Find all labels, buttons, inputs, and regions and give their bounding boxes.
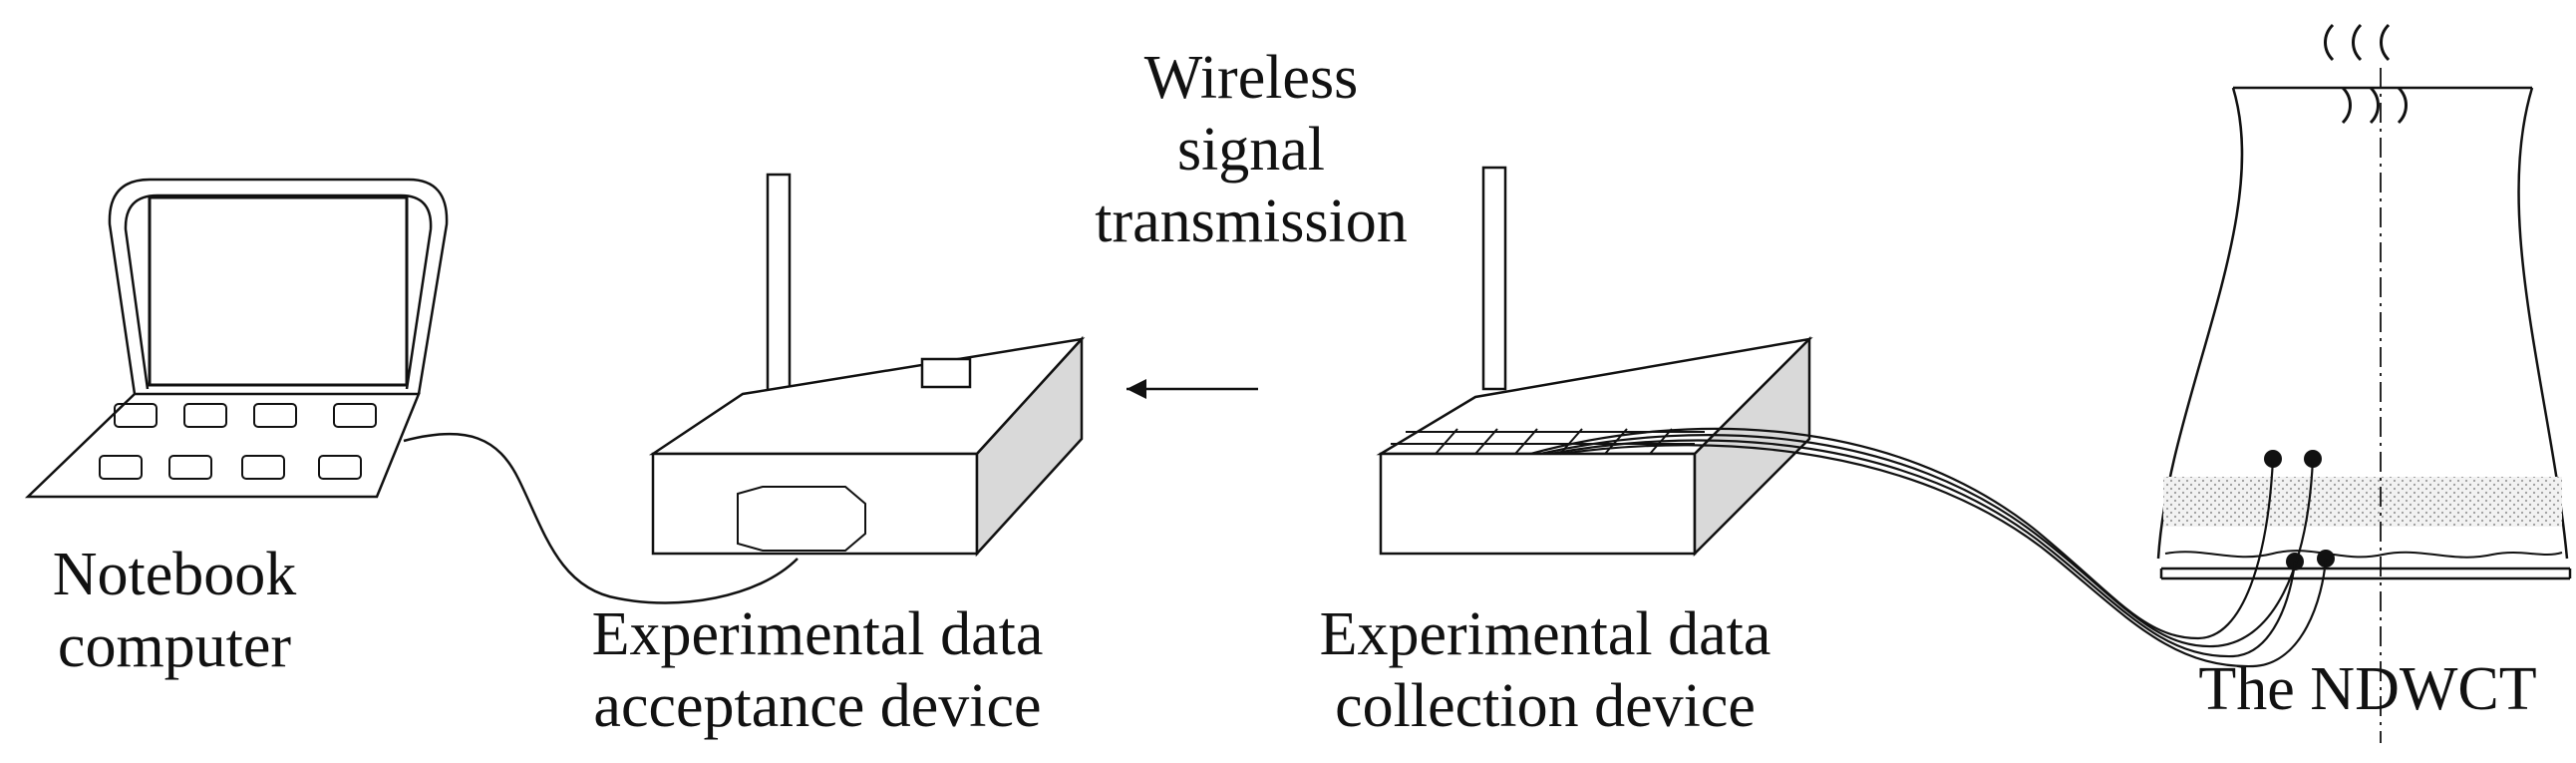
acceptance-side	[975, 335, 1084, 558]
acceptance-device	[648, 173, 1086, 558]
acceptance-front	[651, 452, 979, 556]
acceptance-label-line-2: acceptance device	[593, 672, 1042, 740]
notebook-label: Notebook computer	[30, 539, 319, 682]
laptop-keys	[99, 403, 377, 480]
tower-label: The NDWCT	[2173, 653, 2562, 725]
laptop-base	[24, 392, 421, 499]
acceptance-port	[920, 357, 972, 389]
wireless-arrow	[1127, 379, 1258, 399]
wireless-label-line-2: signal	[1176, 116, 1326, 184]
wireless-label-line-3: transmission	[1095, 188, 1408, 255]
collection-front	[1379, 452, 1697, 556]
tower-water-surface	[2164, 550, 2563, 559]
collection-device	[1376, 166, 1813, 558]
vapor-plume-icon	[2324, 23, 2408, 125]
collection-antenna	[1481, 166, 1507, 391]
notebook-label-line-2: computer	[57, 612, 292, 680]
usb-cable	[403, 432, 799, 604]
collection-device-label: Experimental data collection device	[1286, 598, 1804, 742]
acceptance-antenna	[766, 173, 792, 396]
laptop-screen	[148, 195, 409, 387]
acceptance-label-line-1: Experimental data	[591, 600, 1044, 668]
notebook-computer	[24, 178, 449, 499]
collection-label-line-1: Experimental data	[1319, 600, 1771, 668]
acceptance-device-label: Experimental data acceptance device	[558, 598, 1077, 742]
tower-fill-layer	[2163, 477, 2562, 527]
cooling-tower	[2156, 23, 2572, 743]
collection-side	[1693, 335, 1811, 558]
sensor-cables	[1529, 427, 2328, 668]
wireless-label-line-1: Wireless	[1143, 44, 1359, 112]
notebook-label-line-1: Notebook	[52, 541, 297, 608]
collection-label-line-2: collection device	[1335, 672, 1756, 740]
laptop-lid	[108, 178, 449, 395]
wireless-label: Wireless signal transmission	[1087, 42, 1416, 257]
tower-label-line-1: The NDWCT	[2198, 655, 2537, 723]
acceptance-octagon	[737, 486, 866, 552]
